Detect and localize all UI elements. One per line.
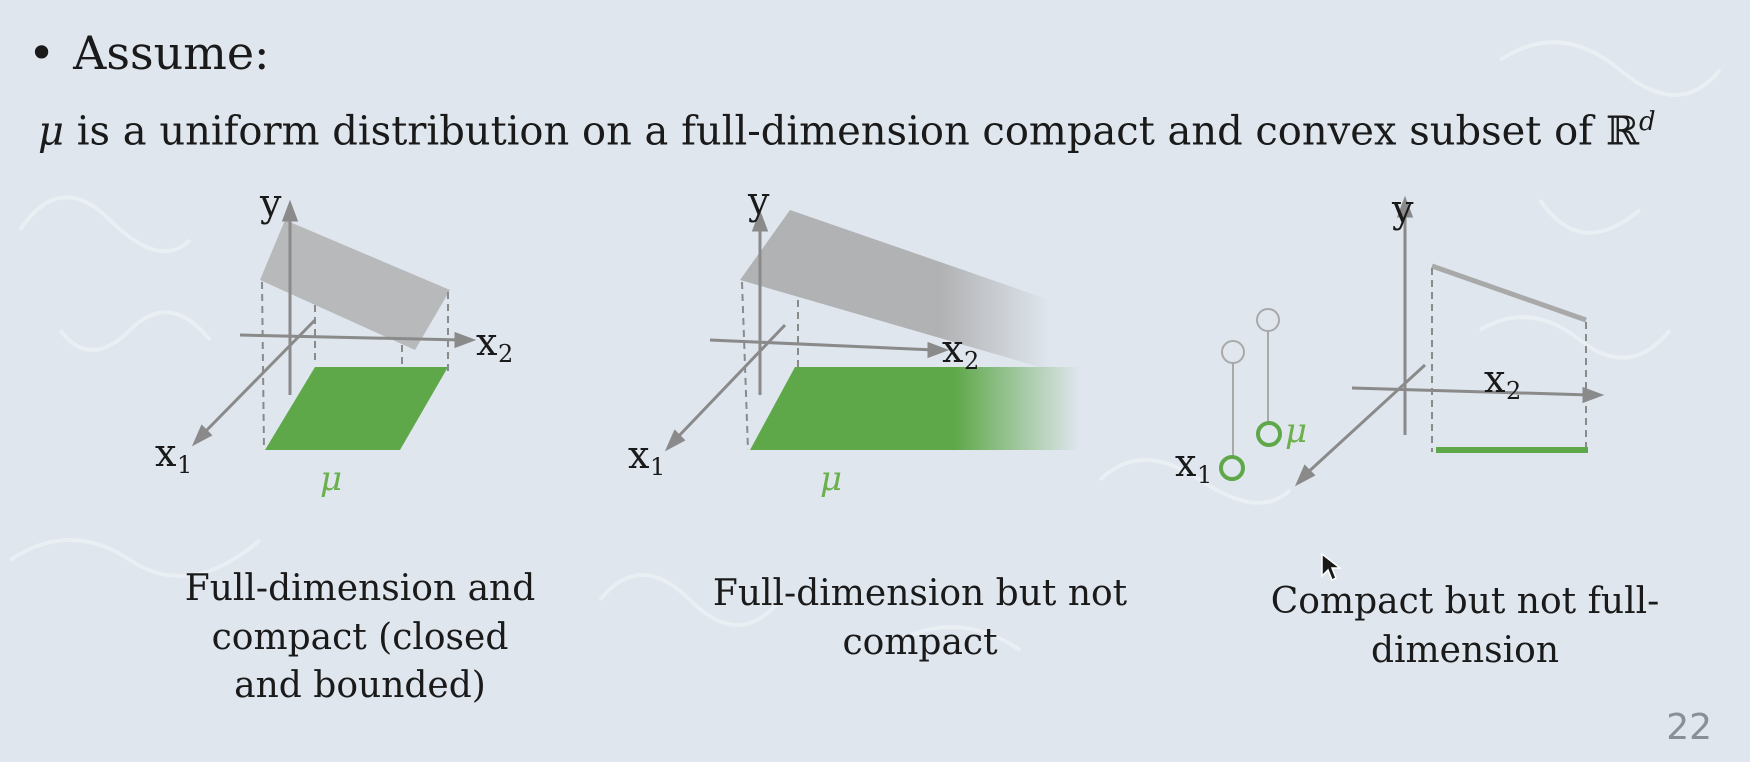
x1-axis-subscript: 1 <box>650 453 665 481</box>
assumption-statement: μ is a uniform distribution on a full-di… <box>38 107 1656 155</box>
mu-label: μ <box>1285 411 1307 451</box>
assumption-text: is a uniform distribution on a full-dime… <box>64 108 1606 155</box>
real-space-symbol: ℝ <box>1605 108 1639 155</box>
x1-axis-label: x <box>1175 441 1196 485</box>
caption-full-dimension-compact: Full-dimension and compact (closed and b… <box>184 568 536 707</box>
support-set <box>1219 421 1588 481</box>
mouse-cursor-icon <box>1321 552 1342 582</box>
x2-axis-subscript: 2 <box>498 340 513 368</box>
x1-axis-label: x <box>155 431 176 475</box>
projection-lines <box>1431 268 1587 452</box>
y-axis-label: y <box>259 181 282 225</box>
support-region <box>265 367 448 450</box>
axes <box>664 209 950 452</box>
mu-symbol: μ <box>38 108 64 155</box>
diagram-full-dimension-not-compact: y x 2 x 1 μ <box>628 179 1080 499</box>
x2-axis-label: x <box>476 320 497 364</box>
point-mass-stems <box>1221 308 1280 458</box>
regression-plane <box>260 220 450 350</box>
axes <box>191 199 477 447</box>
page-number: 22 <box>1666 707 1712 748</box>
heading-text: Assume: <box>73 26 270 80</box>
x2-axis-label: x <box>942 327 963 371</box>
bullet-point: • <box>28 26 56 80</box>
regression-plane <box>740 210 1050 370</box>
y-axis-label: y <box>1391 187 1414 231</box>
x1-axis-label: x <box>628 433 649 477</box>
x2-axis-subscript: 2 <box>964 347 979 375</box>
y-axis-label: y <box>747 179 770 223</box>
projection-lines <box>261 281 449 451</box>
axes <box>1294 195 1605 487</box>
regression-segment <box>1431 263 1587 323</box>
caption-full-dimension-not-compact: Full-dimension but not compact <box>712 573 1128 663</box>
mu-label: μ <box>320 459 342 499</box>
assume-heading: •Assume: <box>28 30 270 76</box>
mu-label: μ <box>820 459 842 499</box>
caption-compact-not-full-dimension: Compact but not full- dimension <box>1270 581 1660 671</box>
x2-axis-subscript: 2 <box>1506 377 1521 405</box>
x1-axis-subscript: 1 <box>1197 461 1212 489</box>
diagram-compact-not-full-dimension: y x 2 x 1 μ <box>1175 187 1605 489</box>
x1-axis-subscript: 1 <box>177 451 192 479</box>
dimension-exponent: d <box>1638 107 1656 137</box>
x2-axis-label: x <box>1484 357 1505 401</box>
diagram-full-dimension-compact: y x 2 x 1 μ <box>155 181 513 499</box>
support-region <box>750 367 1080 450</box>
